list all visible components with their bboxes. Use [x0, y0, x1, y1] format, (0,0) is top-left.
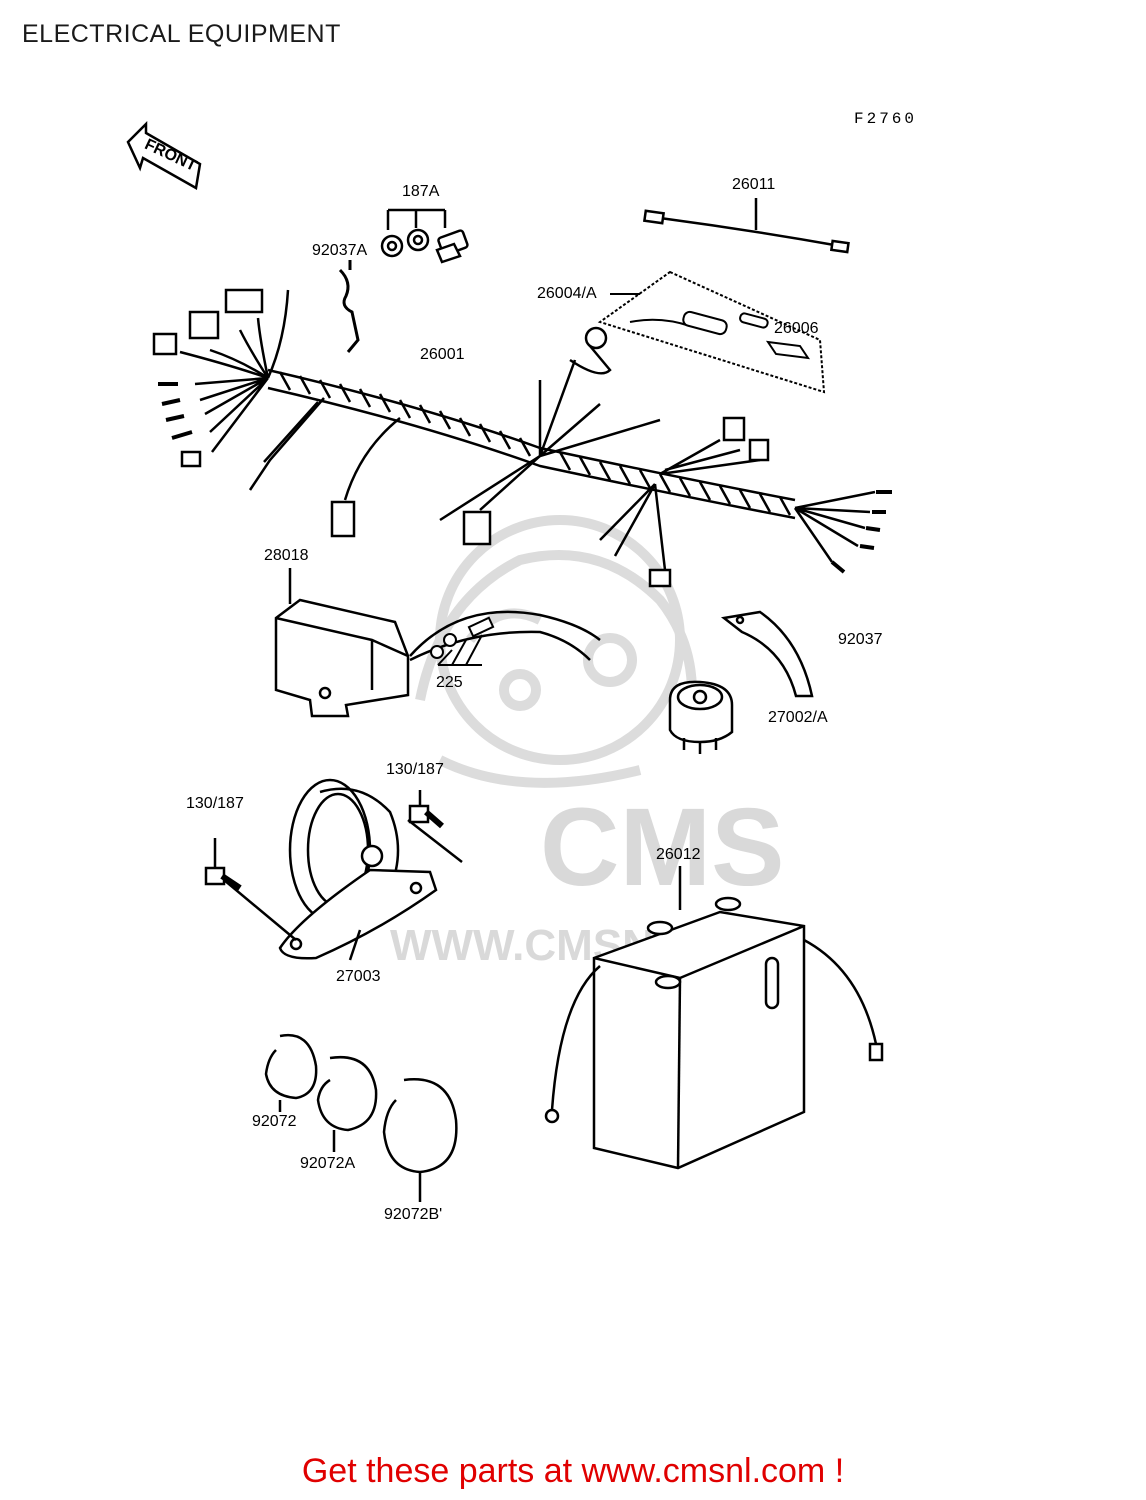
main-wiring-harness-26001 [152, 288, 892, 588]
bands-92072 [264, 1033, 458, 1202]
label-27003: 27003 [336, 968, 381, 985]
label-92072b: 92072B' [384, 1206, 443, 1223]
front-arrow-icon: FRONT [126, 120, 202, 190]
label-26001: 26001 [420, 346, 465, 363]
figure-code: F2760 [854, 110, 918, 128]
screw-187a [380, 208, 469, 264]
battery-26012 [544, 866, 884, 1170]
watermark-brand: CMS [540, 786, 784, 909]
label-92072: 92072 [252, 1113, 297, 1130]
label-130-187-left: 130/187 [186, 795, 244, 812]
label-26006: 26006 [774, 320, 819, 337]
get-parts-link[interactable]: Get these parts at www.cmsnl.com ! [301, 1452, 845, 1490]
label-130-187-right: 130/187 [386, 761, 444, 778]
fuse-kit-26004a [597, 270, 826, 394]
label-26011: 26011 [732, 176, 776, 193]
label-92037a: 92037A [312, 242, 368, 259]
spring-clip-92037a [338, 260, 360, 353]
screws-225 [430, 616, 495, 666]
horn-27003 [204, 778, 463, 961]
page-title: ELECTRICAL EQUIPMENT [22, 20, 341, 48]
regulator-28018 [274, 568, 601, 718]
label-28018: 28018 [264, 547, 309, 564]
label-225: 225 [436, 674, 463, 691]
label-92037: 92037 [838, 631, 883, 648]
cms-watermark-logo [415, 515, 697, 788]
starter-relay-27002a [668, 680, 734, 754]
label-187a: 187A [402, 183, 440, 200]
label-27002a: 27002/A [768, 709, 828, 726]
label-26004a: 26004/A [537, 285, 597, 302]
label-92072a: 92072A [300, 1155, 356, 1172]
lead-wire-26011 [642, 198, 850, 254]
label-26012: 26012 [656, 846, 701, 863]
battery-band-92037 [720, 610, 814, 698]
